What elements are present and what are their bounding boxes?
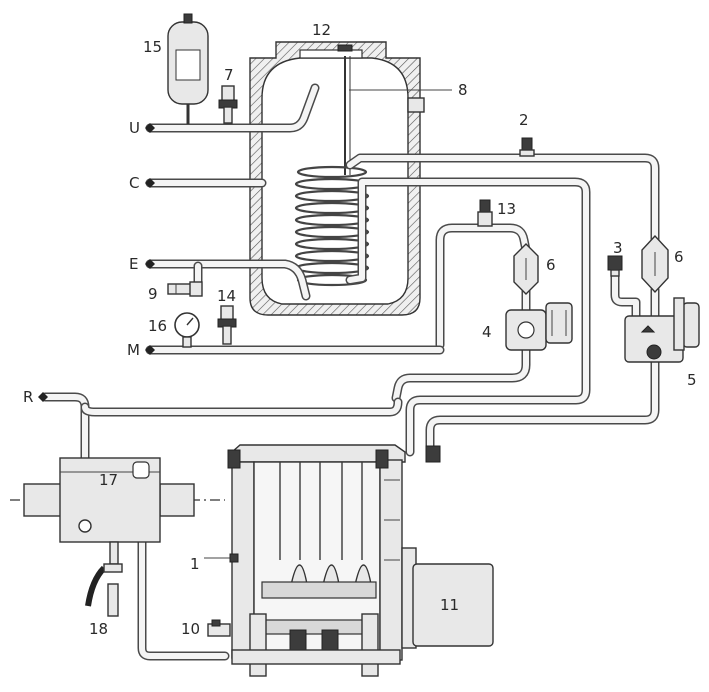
- air-vent-2: [519, 137, 535, 157]
- sensor-1: [229, 553, 239, 563]
- connection-marker-u: [145, 123, 155, 133]
- callout-17: 17: [99, 471, 118, 489]
- drain-hose-18: [85, 541, 123, 617]
- burner-11: [412, 563, 494, 647]
- air-vent-13: [477, 199, 493, 227]
- connection-marker-m: [145, 345, 155, 355]
- callout-6-right: 6: [674, 248, 684, 266]
- callout-16: 16: [148, 317, 167, 335]
- callout-2: 2: [519, 111, 529, 129]
- connection-label-u: U: [129, 119, 140, 137]
- callout-12: 12: [312, 21, 331, 39]
- connection-marker-e: [145, 259, 155, 269]
- safety-valve-7: [218, 85, 238, 124]
- callout-10: 10: [181, 620, 200, 638]
- safety-valve-14: [217, 305, 237, 345]
- pipework: [40, 83, 660, 661]
- connection-label-r: R: [23, 388, 33, 406]
- connection-label-c: C: [129, 174, 139, 192]
- expansion-vessel: [167, 13, 209, 124]
- sensor-3: [607, 255, 623, 277]
- pressure-gauge-16: [174, 312, 200, 348]
- boiler: [227, 444, 441, 677]
- callout-4: 4: [482, 323, 492, 341]
- condensate-box-17: [10, 457, 225, 543]
- callout-18: 18: [89, 620, 108, 638]
- callout-5: 5: [687, 371, 697, 389]
- drain-tap-10: [207, 619, 231, 637]
- callout-15: 15: [143, 38, 162, 56]
- callout-11: 11: [440, 596, 459, 614]
- callout-3: 3: [613, 239, 623, 257]
- callout-14: 14: [217, 287, 236, 305]
- connection-label-e: E: [129, 255, 138, 273]
- connection-label-m: M: [127, 341, 140, 359]
- callout-6-left: 6: [546, 256, 556, 274]
- valve-6-right: [641, 234, 669, 294]
- callout-9: 9: [148, 285, 158, 303]
- circulator-pump-4: [505, 302, 573, 351]
- callout-1: 1: [190, 555, 200, 573]
- callout-7: 7: [224, 66, 234, 84]
- callout-8: 8: [458, 81, 468, 99]
- connection-marker-r: [38, 392, 48, 402]
- pump-group-5: [624, 297, 700, 363]
- callout-13: 13: [497, 200, 516, 218]
- connection-marker-c: [145, 178, 155, 188]
- drain-valve-9: [167, 281, 203, 297]
- valve-6-left: [513, 243, 539, 295]
